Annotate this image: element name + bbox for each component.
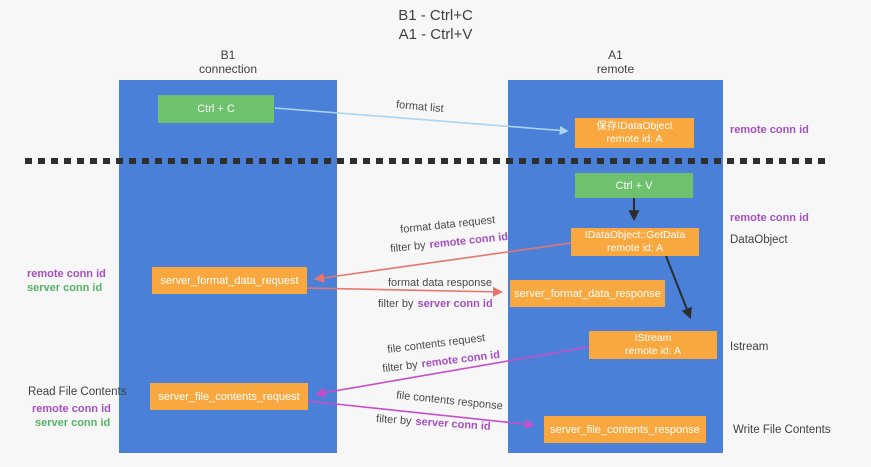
server-format-data-request-label: server_format_data_request	[160, 274, 299, 287]
remote-conn-id-text: remote conn id	[420, 348, 501, 371]
read-file-contents-label: Read File Contents	[28, 386, 127, 398]
save-idataobject-line2: remote id: A	[606, 133, 663, 145]
title-line-2: A1 - Ctrl+V	[398, 26, 473, 43]
left-bottom-server-conn-id: server conn id	[35, 417, 111, 429]
left-column-role: connection	[198, 62, 258, 76]
save-idataobject-node: 保存IDataObject remote id: A	[575, 118, 694, 148]
left-column-header: B1 connection	[119, 48, 337, 76]
server-format-data-request-node: server_format_data_request	[152, 267, 307, 294]
filter-by-text: filter by	[375, 413, 412, 428]
remote-conn-id-text: remote conn id	[428, 230, 509, 252]
file-contents-response-label: file contents response	[395, 389, 504, 413]
filter-by-text: filter by	[378, 298, 414, 310]
left-column-name: B1	[220, 48, 236, 62]
istream-line1: IStream	[634, 332, 672, 344]
server-file-contents-response-label: server_file_contents_response	[550, 423, 700, 436]
dataobject-label: DataObject	[730, 234, 788, 246]
ctrl-c-label: Ctrl + C	[197, 103, 235, 115]
ctrl-v-node: Ctrl + V	[575, 173, 693, 198]
server-format-data-response-node: server_format_data_response	[510, 280, 665, 307]
filter-by-text: filter by	[389, 239, 427, 256]
ctrl-v-label: Ctrl + V	[615, 179, 653, 192]
filter-by-text: filter by	[381, 358, 419, 376]
write-file-contents-label: Write File Contents	[733, 424, 831, 436]
save-idataobject-line1: 保存IDataObject	[596, 120, 673, 132]
server-file-contents-response-node: server_file_contents_response	[544, 416, 706, 443]
right-column-name: A1	[608, 48, 623, 62]
ctrl-c-node: Ctrl + C	[158, 95, 274, 123]
istream-node: IStream remote id: A	[589, 331, 717, 359]
istream-line2: remote id: A	[624, 345, 682, 357]
istream-side-label: Istream	[730, 341, 769, 353]
getdata-line2: remote id: A	[606, 242, 664, 254]
format-list-label: format list	[395, 98, 445, 116]
left-top-remote-conn-id: remote conn id	[27, 268, 106, 280]
title-line-1: B1 - Ctrl+C	[398, 7, 473, 24]
right-remote-conn-id-2: remote conn id	[730, 212, 809, 224]
right-column-role: remote	[596, 62, 635, 76]
getdata-node: IDataObject::GetData remote id: A	[571, 228, 699, 256]
server-format-data-response-label: server_format_data_response	[514, 287, 661, 300]
left-bottom-remote-conn-id: remote conn id	[32, 403, 111, 415]
format-data-response-label: format data response	[388, 277, 492, 289]
diagram-title: B1 - Ctrl+C A1 - Ctrl+V	[0, 6, 871, 44]
server-file-contents-request-node: server_file_contents_request	[150, 383, 308, 410]
dashed-divider	[25, 158, 831, 164]
server-file-contents-request-label: server_file_contents_request	[158, 390, 300, 403]
left-top-server-conn-id: server conn id	[27, 282, 103, 294]
getdata-line1: IDataObject::GetData	[584, 229, 686, 241]
right-column-header: A1 remote	[508, 48, 723, 76]
server-conn-id-text: server conn id	[417, 298, 493, 310]
right-remote-conn-id-1: remote conn id	[730, 124, 809, 136]
server-conn-id-text: server conn id	[415, 415, 491, 433]
